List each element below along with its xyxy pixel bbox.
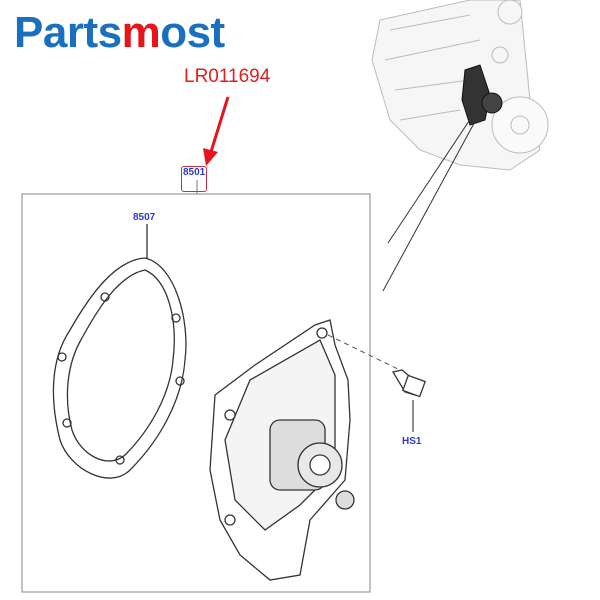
detail-frame <box>21 193 371 593</box>
partsmost-logo: Partsmost <box>14 8 225 58</box>
water-pump-8501 <box>209 319 355 581</box>
gasket-8507 <box>52 224 187 479</box>
logo-part3: ost <box>160 8 225 57</box>
part-number-label: LR011694 <box>184 66 271 87</box>
callout-8501: 8501 <box>181 166 208 192</box>
callout-hs1: HS1 <box>402 436 422 447</box>
engine-block-illustration <box>371 0 549 171</box>
callout-8507: 8507 <box>133 212 156 223</box>
logo-m: m <box>121 8 161 57</box>
logo-part1: Parts <box>14 8 122 57</box>
red-arrow-icon <box>203 96 230 166</box>
bolt-hs1 <box>391 369 427 432</box>
